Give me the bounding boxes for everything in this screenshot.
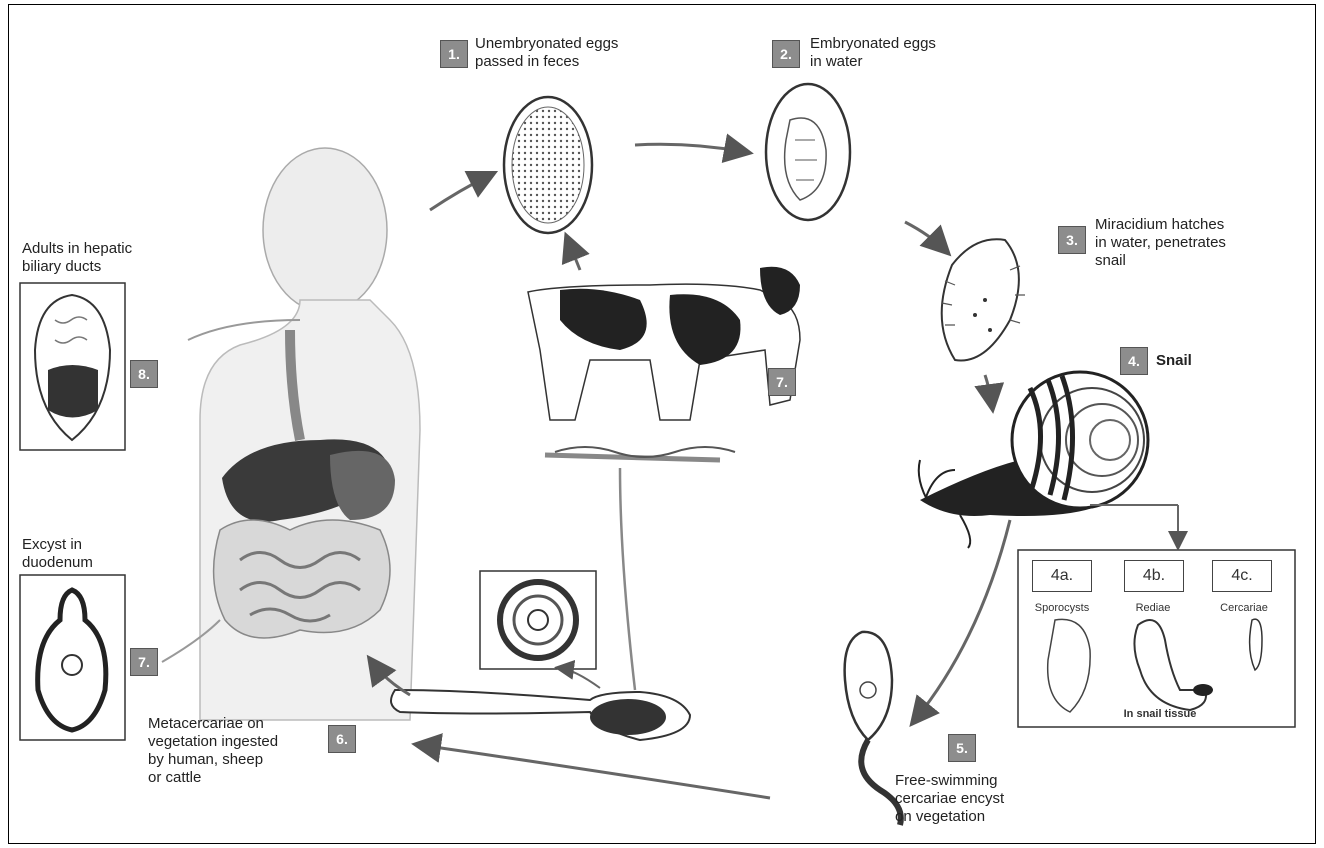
- cercaria-small: [1250, 619, 1262, 670]
- miracidium: [942, 239, 1025, 360]
- step-1-line-1: Unembryonated eggs: [475, 35, 618, 53]
- step-3-label: Miracidium hatches in water, penetrates …: [1095, 216, 1226, 270]
- step-4b-badge: 4b.: [1124, 560, 1184, 592]
- step-6-line-2: vegetation ingested: [148, 733, 278, 751]
- step-5-line-2: cercariae encyst: [895, 790, 1004, 808]
- step-5-label: Free-swimming cercariae encyst on vegeta…: [895, 772, 1004, 826]
- step-5-badge: 5.: [948, 734, 976, 762]
- step-7-badge: 7.: [130, 648, 158, 676]
- snail-tissue-caption: In snail tissue: [1090, 708, 1230, 720]
- step-6-label: Metacercariae on vegetation ingested by …: [148, 715, 278, 787]
- step-3-line-2: in water, penetrates: [1095, 234, 1226, 252]
- step-2-line-2: in water: [810, 53, 936, 71]
- spoon: [391, 690, 690, 740]
- cow-step-badge: 7.: [768, 368, 796, 396]
- step-6-line-3: by human, sheep: [148, 751, 278, 769]
- step-1-line-2: passed in feces: [475, 53, 618, 71]
- step-1-label: Unembryonated eggs passed in feces: [475, 35, 618, 71]
- step-2-line-1: Embryonated eggs: [810, 35, 936, 53]
- step-4a-badge: 4a.: [1032, 560, 1092, 592]
- step-6-line-4: or cattle: [148, 769, 278, 787]
- cercaria: [845, 632, 901, 825]
- step-2-label: Embryonated eggs in water: [810, 35, 936, 71]
- step-4a-label: Sporocysts: [1022, 602, 1102, 614]
- step-3-line-3: snail: [1095, 252, 1226, 270]
- step-4b-label: Rediae: [1118, 602, 1188, 614]
- step-8-line-2: biliary ducts: [22, 258, 132, 276]
- step-4-badge: 4.: [1120, 347, 1148, 375]
- step-3-line-1: Miracidium hatches: [1095, 216, 1226, 234]
- step-7-line-1: Excyst in: [22, 536, 93, 554]
- step-6-badge: 6.: [328, 725, 356, 753]
- step-4-label: Snail: [1156, 352, 1192, 370]
- step-4c-badge: 4c.: [1212, 560, 1272, 592]
- step-7-line-2: duodenum: [22, 554, 93, 572]
- step-6-line-1: Metacercariae on: [148, 715, 278, 733]
- embryonated-egg: [766, 84, 850, 220]
- step-8-label: Adults in hepatic biliary ducts: [22, 240, 132, 276]
- step-7-label: Excyst in duodenum: [22, 536, 93, 572]
- step-5-line-1: Free-swimming: [895, 772, 1004, 790]
- snail: [919, 372, 1148, 548]
- step-4c-label: Cercariae: [1208, 602, 1280, 614]
- human-figure: [200, 148, 420, 720]
- step-8-line-1: Adults in hepatic: [22, 240, 132, 258]
- step-8-badge: 8.: [130, 360, 158, 388]
- step-5-line-3: on vegetation: [895, 808, 1004, 826]
- step-3-badge: 3.: [1058, 226, 1086, 254]
- cow: [528, 267, 800, 460]
- step-1-badge: 1.: [440, 40, 468, 68]
- step-2-badge: 2.: [772, 40, 800, 68]
- unembryonated-egg: [504, 97, 592, 233]
